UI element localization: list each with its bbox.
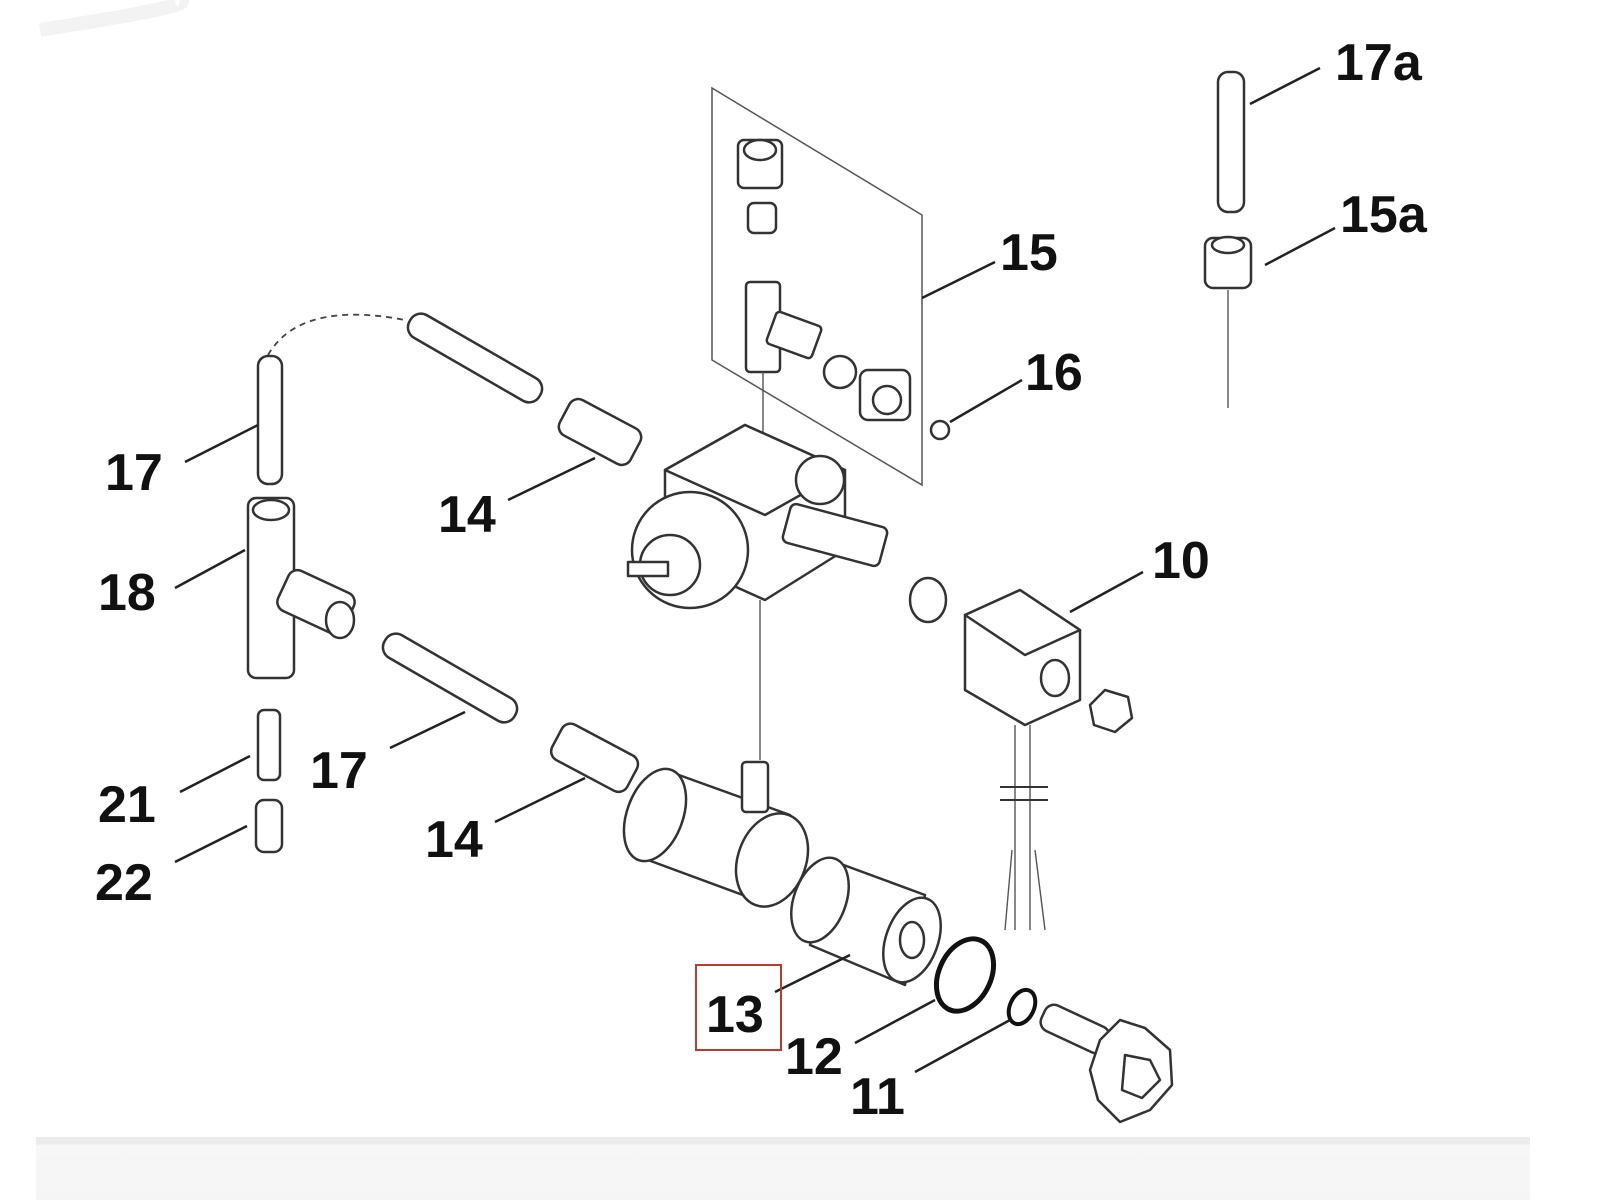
label-18: 18 [98, 564, 156, 622]
part-10-solenoid-coil [963, 588, 1134, 931]
part-17a-tube [1216, 70, 1246, 214]
label-10: 10 [1152, 532, 1210, 590]
part-17-tube-upper [406, 312, 544, 404]
part-21-insert [256, 708, 282, 782]
hose-dashed [267, 313, 406, 356]
label-14-low: 14 [425, 811, 483, 869]
label-12: 12 [785, 1028, 843, 1086]
faint-artifact [38, 0, 190, 37]
label-15: 15 [1000, 224, 1058, 282]
part-17-tube-lower [381, 632, 519, 724]
part-13-filter [790, 856, 942, 987]
part-17-tube-vertical [256, 354, 284, 486]
label-22: 22 [95, 854, 153, 912]
washer [908, 576, 948, 624]
part-16-ball [929, 419, 951, 441]
bottom-bar [36, 1137, 1530, 1200]
label-21: 21 [98, 776, 156, 834]
part-11-o-ring [1006, 987, 1038, 1027]
part-15-fitting-kit [711, 86, 923, 487]
valve-block [626, 423, 889, 760]
part-14-fitting-lower [549, 722, 640, 794]
highlight-box-13 [695, 964, 782, 1051]
label-11: 11 [850, 1068, 905, 1126]
leader-lines [174, 66, 1336, 1074]
label-14-top: 14 [438, 486, 496, 544]
drain-knob [1039, 1003, 1174, 1124]
label-17a: 17a [1335, 34, 1423, 92]
filter-housing [622, 760, 810, 908]
part-15a-fitting [1203, 235, 1253, 408]
label-13: 13 [706, 986, 764, 1044]
part-22-sleeve [254, 798, 284, 854]
part-14-fitting-upper [557, 397, 643, 467]
part-18-tee [246, 496, 356, 680]
label-16: 16 [1025, 344, 1083, 402]
label-17-top: 17 [105, 444, 163, 502]
label-17-mid: 17 [310, 742, 368, 800]
label-15a: 15a [1340, 186, 1428, 244]
part-12-o-ring [933, 936, 997, 1014]
